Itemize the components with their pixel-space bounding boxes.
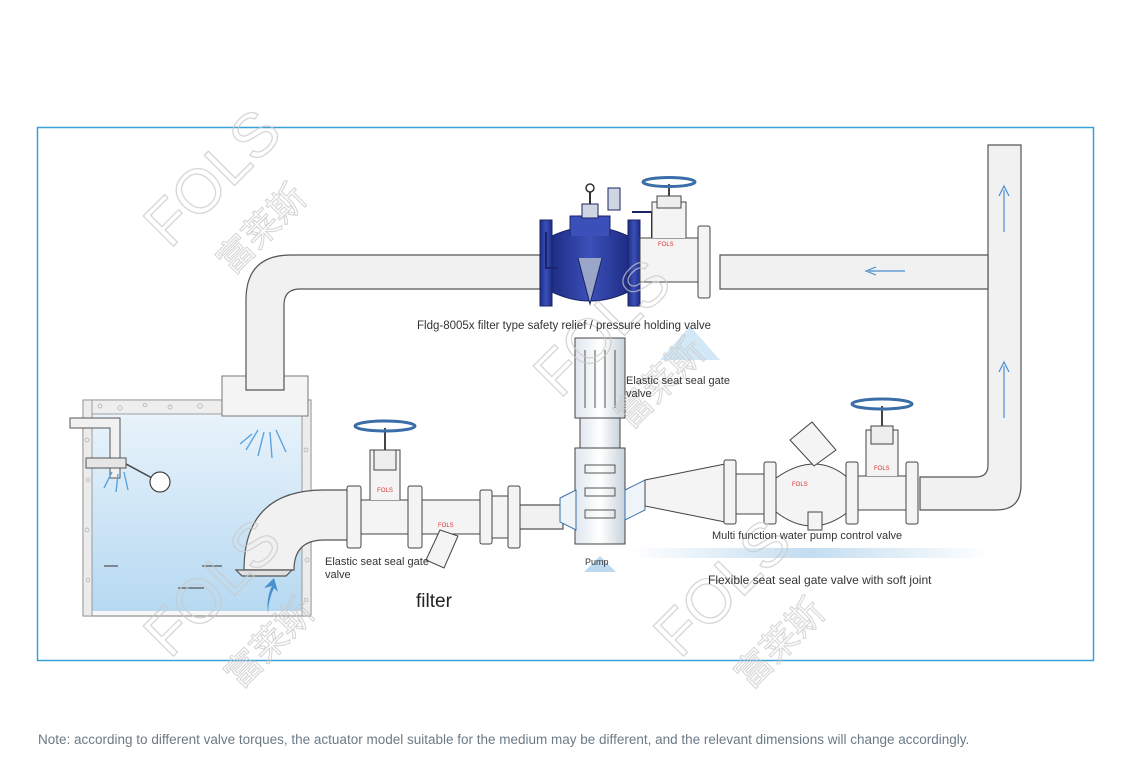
- spray: [239, 429, 287, 459]
- valve-mark: FOLS: [438, 523, 454, 529]
- top-gate-valve: FOLS: [639, 176, 711, 299]
- valve-mark: FOLS: [377, 488, 393, 494]
- suction-inlet-arrow: [264, 578, 278, 614]
- return-pipe: [245, 144, 1022, 511]
- elastic-gate-valve-label-top: Elastic seat seal gate valve: [626, 375, 730, 400]
- valve-mark: FOLS: [658, 242, 674, 248]
- glow-triangle: [660, 326, 720, 360]
- diagram-frame: [36, 126, 1095, 662]
- elastic-gate-valve-label-left: Elastic seat seal gate valve: [325, 556, 429, 581]
- multi-function-valve: FOLS: [775, 421, 849, 531]
- relief-valve: [539, 183, 653, 307]
- suction-pipe: [234, 489, 564, 577]
- right-gate-valve: FOLS: [845, 397, 919, 525]
- valve-mark: FOLS: [792, 482, 808, 488]
- left-gate-valve: FOLS: [346, 419, 423, 549]
- valve-mark: FOLS: [874, 466, 890, 472]
- flexible-gate-valve-label: Flexible seat seal gate valve with soft …: [708, 573, 932, 587]
- pump: [559, 337, 646, 572]
- filter-label: filter: [416, 591, 452, 612]
- discharge-pipe: [644, 459, 777, 525]
- multi-function-valve-label: Multi function water pump control valve: [712, 530, 903, 542]
- footnote: Note: according to different valve torqu…: [38, 732, 970, 747]
- pump-label: Pump: [585, 557, 609, 567]
- glow-band: [630, 548, 990, 558]
- relief-valve-label: Fldg-8005x filter type safety relief / p…: [417, 320, 712, 332]
- y-filter: FOLS: [421, 485, 521, 569]
